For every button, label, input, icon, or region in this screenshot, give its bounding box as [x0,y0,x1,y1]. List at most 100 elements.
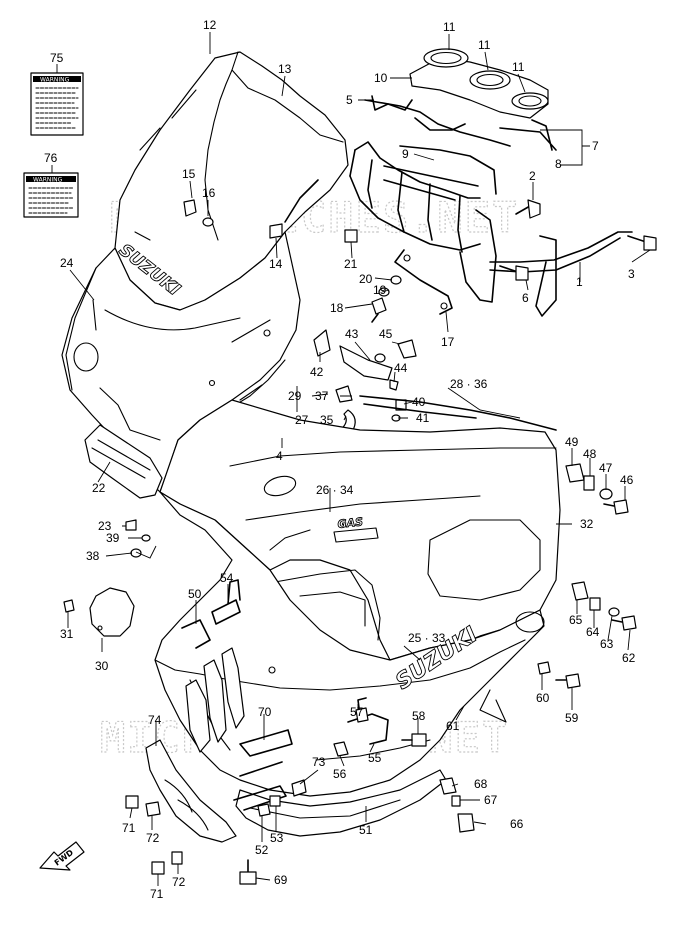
bracket-lower [233,785,287,811]
grommet-65 [571,581,589,601]
bolt-2 [515,199,541,219]
screw-71-b [151,861,165,875]
warning-label-75: WARNING [30,72,84,136]
bolt-59 [555,673,581,689]
upper-cowling [61,231,301,493]
callout-47: 47 [599,461,613,475]
screw-44 [389,379,399,391]
callout-45: 45 [379,327,393,341]
callout-75: 75 [50,51,64,65]
callout-11-c: 11 [512,60,525,74]
callout-13: 13 [278,62,292,76]
clip-38 [130,548,142,558]
screw-71-a [125,795,139,809]
side-cowling: GAS [159,399,561,661]
callout-23: 23 [98,519,112,533]
bolt-66 [457,813,475,833]
callout-57: 57 [350,705,364,719]
washer-39 [141,534,151,542]
callout-29: 29 [288,389,302,403]
callout-44: 44 [394,361,408,375]
svg-text:WARNING: WARNING [40,77,70,84]
callout-41: 41 [416,411,430,425]
callout-65: 65 [569,613,583,627]
callout-15: 15 [182,167,196,181]
callout-40: 40 [412,395,426,409]
nut-20 [390,275,402,285]
callout-70: 70 [258,705,272,719]
callout-7: 7 [592,139,599,153]
fastener-line-13 [284,179,319,223]
stay-1 [489,231,633,273]
svg-text:WARNING: WARNING [33,177,63,184]
callout-72-b: 72 [172,875,186,889]
callout-4: 4 [276,449,283,463]
callout-17: 17 [441,335,455,349]
callout-9: 9 [402,147,409,161]
instrument-housing-10 [409,48,549,119]
callout-76: 76 [44,151,58,165]
screw-23 [125,519,137,531]
callout-71-a: 71 [122,821,136,835]
callout-16: 16 [202,186,216,200]
bracket-50 [181,619,211,649]
callout-59: 59 [565,711,579,725]
callout-71-b: 71 [150,887,164,901]
callout-50: 50 [188,587,202,601]
bracket-43 [339,339,417,381]
callout-48: 48 [583,447,597,461]
callout-22: 22 [92,481,106,495]
fwd-arrow-icon: FWD [39,841,85,871]
callout-26-34: 26 · 34 [316,483,354,497]
grommet-49 [565,463,585,483]
callout-12: 12 [203,18,217,32]
callout-51: 51 [359,823,373,837]
callout-labels: 11 11 11 12 13 10 5 7 8 9 2 3 1 6 15 16 … [44,18,636,901]
under-cowl [235,769,447,837]
bolt-58 [401,733,427,747]
callout-54: 54 [220,571,234,585]
collar-67 [451,795,461,807]
callout-21: 21 [344,257,358,271]
callout-73: 73 [312,755,326,769]
callout-37: 37 [315,389,329,403]
bolt-62 [611,615,637,631]
callout-28-36: 28 · 36 [450,377,488,391]
callout-56: 56 [333,767,347,781]
nut-72-a [145,801,161,817]
callout-52: 52 [255,843,269,857]
bolt-46 [603,499,629,515]
bolt-6 [499,265,529,281]
callout-53: 53 [270,831,284,845]
callout-24: 24 [60,256,74,270]
upper-stay-bracket [349,95,557,317]
clip-73 [291,779,307,797]
callout-63: 63 [600,637,614,651]
nut-72-b [171,851,183,865]
callout-11-b: 11 [478,38,491,52]
callout-58: 58 [412,709,426,723]
cover-30 [89,587,135,637]
nut-56 [333,741,349,757]
bracket-54 [211,579,241,625]
callout-67: 67 [484,793,498,807]
callout-31: 31 [60,627,74,641]
grommet-68 [439,777,457,795]
callout-68: 68 [474,777,488,791]
callout-38: 38 [86,549,100,563]
callout-49: 49 [565,435,579,449]
callout-46: 46 [620,473,634,487]
callout-35: 35 [320,413,334,427]
collar-48 [583,475,595,491]
callout-27: 27 [295,413,309,427]
callout-55: 55 [368,751,382,765]
callout-20: 20 [359,272,373,286]
callout-6: 6 [522,291,529,305]
fairing-panel-74 [145,739,237,843]
nut-45 [374,353,386,363]
callout-66: 66 [510,817,524,831]
callout-19: 19 [373,283,387,297]
windscreen: SUZUKI [114,51,349,311]
screw-18 [371,297,387,323]
